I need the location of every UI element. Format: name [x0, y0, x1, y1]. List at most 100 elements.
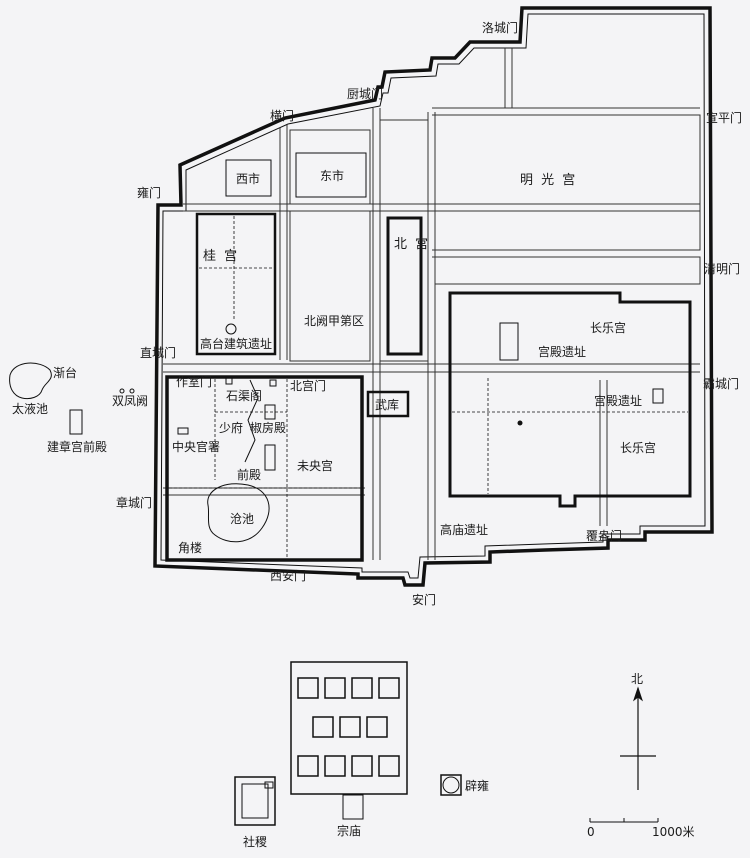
zongmiao-hall-square	[297, 677, 319, 699]
jiaofang-hall-mark	[264, 404, 276, 420]
label-jiaolou: 角楼	[178, 540, 202, 555]
label-mingguang-palace: 明 光 宫	[520, 173, 577, 188]
east-market-block	[295, 152, 367, 198]
label-jiaofang: 椒房殿	[250, 420, 286, 435]
label-zhongyang: 中央官署	[172, 439, 220, 454]
label-wuku: 武库	[375, 397, 399, 412]
label-bei-palace: 北 宫	[394, 237, 430, 252]
changle-dot	[517, 420, 523, 426]
label-beique: 北阙甲第区	[304, 314, 364, 328]
zhongyang-office-mark	[177, 427, 189, 435]
beigong-gate-mark	[269, 379, 277, 387]
zongmiao-hall-square	[351, 677, 373, 699]
label-gaotai: 高台建筑遗址	[200, 336, 272, 351]
city-block	[379, 119, 429, 205]
gate-label-fuang: 覆盎门	[586, 528, 622, 543]
gate-label-bacheng: 霸城门	[703, 376, 739, 391]
label-gaomiao: 高庙遗址	[440, 522, 488, 537]
north-label: 北	[631, 672, 643, 686]
city-block	[289, 129, 371, 205]
gate-label-qingming: 清明门	[704, 261, 740, 276]
zongmiao-hall-square	[312, 716, 334, 738]
changle-ruin-mark	[652, 388, 664, 404]
sheji-altar-mark	[264, 781, 274, 789]
city-block	[434, 114, 701, 251]
label-biyong: 辟雍	[465, 778, 489, 793]
qiandian-walkway	[244, 379, 259, 463]
gate-label-heng: 横门	[270, 108, 294, 123]
zongmiao-temple-wall	[290, 661, 408, 795]
area-labels: 西市 东市 明 光 宫 桂 宫 北 宫 北阙甲第区 高台建筑遗址 长乐宫 宫殿遗…	[172, 168, 656, 555]
zongmiao-gate-mark	[342, 794, 364, 820]
label-changle-top: 长乐宫	[590, 320, 626, 335]
gate-label-chu: 厨城门	[347, 86, 383, 101]
biyong-circle	[442, 776, 460, 794]
biyong-hall-mark	[440, 774, 462, 796]
city-wall-outline	[153, 6, 714, 587]
zongmiao-hall-square	[339, 716, 361, 738]
scale-bar	[589, 818, 659, 823]
label-sheji: 社稷	[243, 834, 267, 849]
outside-labels: 渐台 太液池 双凤阙 建章宫前殿 社稷 宗庙 辟雍	[12, 365, 489, 849]
label-gui-palace: 桂 宫	[203, 249, 239, 264]
gate-label-yong: 雍门	[137, 185, 161, 200]
gate-label-luo: 洛城门	[482, 20, 518, 35]
label-shiqu: 石渠阁	[226, 389, 262, 403]
gate-label-an: 安门	[412, 592, 436, 607]
weiyang-palace-wall	[165, 375, 364, 562]
gate-label-xianping: 宣平门	[706, 110, 742, 125]
label-taiye: 太液池	[12, 401, 48, 416]
label-dongshi: 东市	[320, 168, 344, 183]
label-weiyang: 未央宫	[297, 458, 333, 473]
bei-palace-wall	[386, 216, 423, 356]
north-arrow	[620, 686, 656, 790]
gate-label-zhang: 章城门	[116, 495, 152, 510]
changle-palace-wall	[448, 291, 692, 508]
shuangfeng-tower-mark	[129, 388, 135, 394]
label-jianzhang: 建章宫前殿	[47, 439, 107, 454]
label-changle-bottom: 长乐宫	[620, 440, 656, 455]
label-palace-ruins-2: 宫殿遗址	[594, 393, 642, 408]
label-shuangfeng: 双凤阙	[112, 394, 148, 408]
city-wall-outer	[153, 6, 714, 587]
label-qiandian: 前殿	[237, 467, 261, 482]
west-market-block	[225, 159, 272, 197]
cang-pond	[207, 483, 270, 543]
zongmiao-hall-square	[324, 755, 346, 777]
road-network	[163, 48, 701, 560]
shiqu-pavilion-mark	[225, 377, 233, 385]
qiandian-hall-mark	[264, 444, 276, 471]
label-zongmiao: 宗庙	[337, 823, 361, 838]
label-shaofu: 少府	[219, 420, 243, 435]
sheji-altar-wall	[234, 776, 276, 826]
outside-features	[9, 362, 462, 826]
scale-label-zero: 0	[587, 825, 595, 839]
gate-label-xian: 西安门	[270, 568, 306, 583]
gui-palace-wall	[195, 212, 277, 356]
label-cangchi: 沧池	[230, 511, 254, 526]
city-block	[289, 210, 371, 362]
legend-labels: 北 0 1000米	[587, 672, 695, 839]
compounds	[165, 152, 692, 562]
label-beigong-gate: 北宫门	[290, 378, 326, 393]
zongmiao-grid	[297, 677, 400, 777]
label-jiantai: 渐台	[53, 365, 77, 380]
zongmiao-hall-square	[378, 677, 400, 699]
zongmiao-hall-square	[378, 755, 400, 777]
city-block	[379, 210, 429, 362]
changle-ruin-mark	[499, 322, 519, 361]
gaotai-ruin-mark	[225, 323, 237, 335]
scale-label-end: 1000米	[652, 825, 695, 839]
jianzhang-hall-mark	[69, 409, 83, 435]
label-palace-ruins-1: 宫殿遗址	[538, 344, 586, 359]
wuku-arsenal-wall	[366, 390, 410, 418]
gate-label-zhi: 直城门	[140, 345, 176, 360]
zongmiao-hall-square	[351, 755, 373, 777]
label-zuoshi: 作室门	[176, 374, 212, 389]
taiye-pond	[9, 362, 52, 400]
zongmiao-hall-square	[324, 677, 346, 699]
shuangfeng-tower-mark	[119, 388, 125, 394]
zongmiao-hall-square	[366, 716, 388, 738]
label-xishi: 西市	[236, 171, 260, 186]
